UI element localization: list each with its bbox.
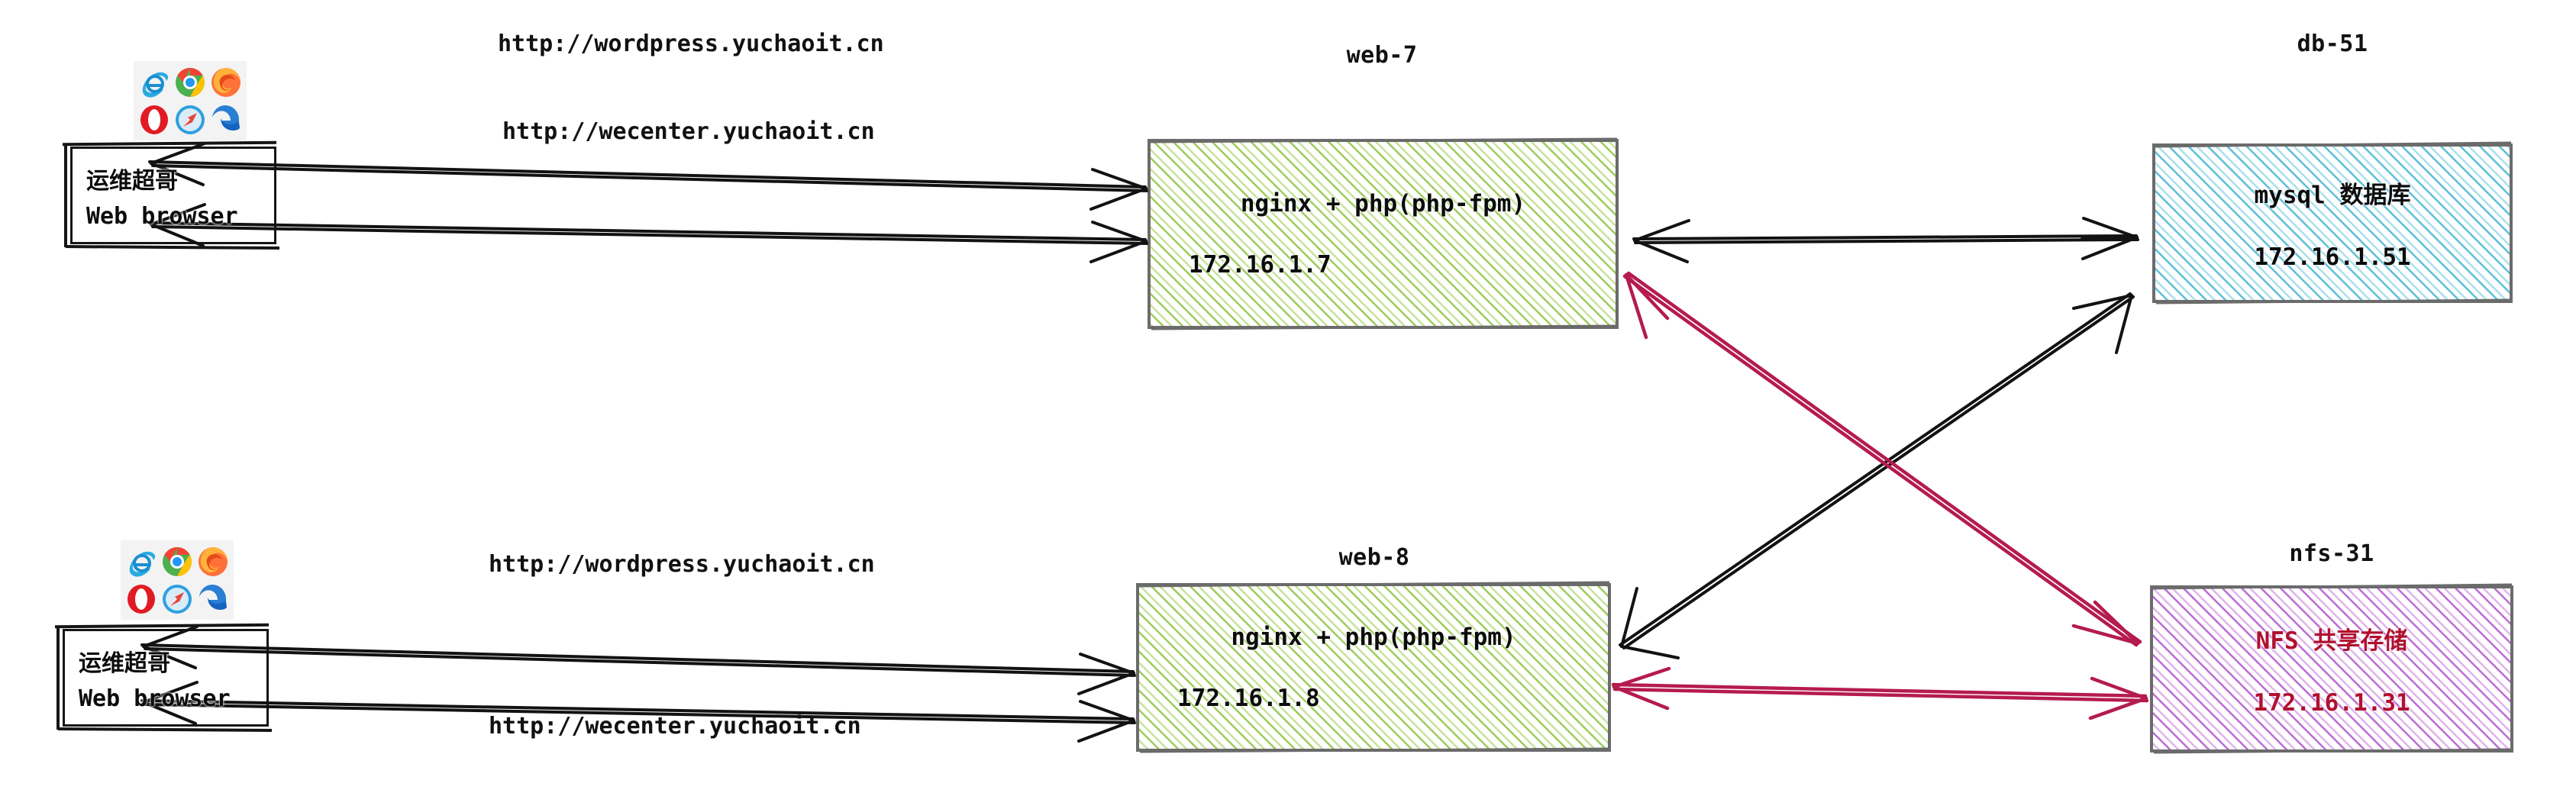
chrome-icon: [173, 64, 207, 100]
browser-icon-grid-bottom: [121, 540, 234, 620]
client-bottom-sketch-left: [56, 626, 60, 730]
opera-icon: [124, 581, 158, 617]
node-label-web-7: web-7: [1346, 42, 1418, 69]
node-db-51: mysql 数据库 172.16.1.51: [2154, 145, 2511, 301]
arrow-web8-nfs31: [1611, 666, 2149, 720]
client-bottom-sketch-bottom: [57, 727, 273, 732]
arrow-bottom-client-web8-wordpress: [140, 625, 1136, 695]
client-top-line1: 运维超哥: [86, 167, 178, 195]
node-label-web-8: web-8: [1338, 544, 1410, 571]
db-51-line2: 172.16.1.51: [2254, 243, 2411, 271]
safari-icon: [173, 102, 207, 137]
arrow-top-client-web7-wordpress: [148, 142, 1148, 211]
node-client-top: 运维超哥 Web browser: [70, 147, 276, 244]
edge-label-top-wecenter: http://wecenter.yuchaoit.cn: [502, 118, 875, 145]
node-label-db-51: db-51: [2297, 31, 2368, 57]
chrome-icon: [160, 543, 194, 579]
web-8-line1: nginx + php(php-fpm): [1231, 623, 1516, 651]
node-nfs-31: NFS 共享存储 172.16.1.31: [2152, 587, 2512, 751]
browser-icon-grid-top: [134, 61, 247, 140]
web-7-line1: nginx + php(php-fpm): [1240, 189, 1526, 218]
client-bottom-line2: Web browser: [79, 685, 231, 712]
client-top-line2: Web browser: [86, 202, 238, 230]
edge-icon: [196, 581, 231, 617]
client-top-sketch-top: [62, 140, 277, 147]
edge-label-bottom-wecenter: http://wecenter.yuchaoit.cn: [489, 713, 861, 740]
nfs-31-line1: NFS 共享存储: [2255, 627, 2408, 655]
client-bottom-line1: 运维超哥: [79, 649, 170, 677]
edge-label-top-wordpress: http://wordpress.yuchaoit.cn: [498, 31, 884, 57]
internet-explorer-icon: [124, 543, 158, 579]
arrow-top-client-web7-wecenter: [148, 203, 1148, 263]
safari-icon: [160, 581, 194, 617]
internet-explorer-icon: [137, 64, 171, 100]
arrow-web8-db51: [1619, 292, 2135, 659]
node-client-bottom: 运维超哥 Web browser: [63, 629, 269, 727]
firefox-icon: [196, 543, 231, 579]
web-7-line2: 172.16.1.7: [1189, 250, 1332, 279]
client-top-sketch-bottom: [65, 245, 280, 250]
arrow-web7-db51: [1632, 217, 2139, 263]
edge-icon: [209, 102, 244, 137]
arrow-web7-nfs31: [1622, 271, 2142, 647]
client-top-sketch-left: [64, 143, 67, 247]
edge-label-bottom-wordpress: http://wordpress.yuchaoit.cn: [489, 551, 875, 578]
firefox-icon: [209, 64, 244, 100]
opera-icon: [137, 102, 171, 137]
client-bottom-sketch-top: [54, 623, 270, 629]
node-label-nfs-31: nfs-31: [2289, 540, 2374, 567]
node-web-8: nginx + php(php-fpm) 172.16.1.8: [1138, 585, 1609, 750]
node-web-7: nginx + php(php-fpm) 172.16.1.7: [1149, 140, 1617, 327]
db-51-line1: mysql 数据库: [2254, 182, 2411, 209]
web-8-line2: 172.16.1.8: [1177, 684, 1320, 712]
nfs-31-line2: 172.16.1.31: [2253, 689, 2410, 717]
